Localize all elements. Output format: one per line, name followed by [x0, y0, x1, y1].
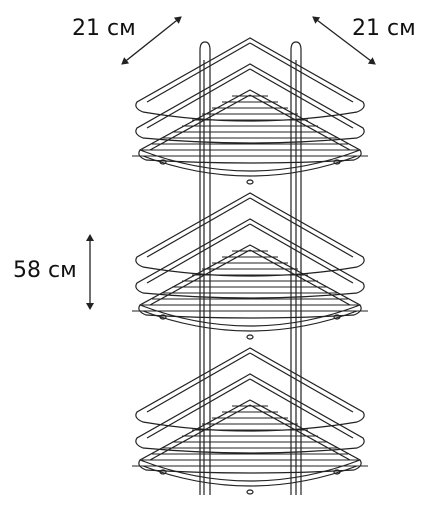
vertical-posts: [199, 41, 302, 495]
shelf-foot: [159, 469, 167, 475]
shelf-rail: [135, 347, 365, 432]
shelf-rail: [138, 89, 362, 164]
shelf-base: [139, 149, 361, 177]
shelf-rail: [135, 373, 365, 454]
shelf-rail: [138, 244, 362, 319]
shelf-foot: [246, 334, 254, 340]
shelf-rail: [135, 192, 365, 277]
shelf-rail: [135, 218, 365, 299]
shelf: [132, 347, 368, 495]
shelf-foot: [333, 314, 341, 320]
shelf-foot: [159, 159, 167, 165]
shelf-foot: [333, 159, 341, 165]
width-right-arrow: [312, 16, 376, 65]
shelf-rail: [138, 399, 362, 474]
shelf-foot: [246, 179, 254, 185]
shelf: [132, 37, 368, 185]
height-label: 58 см: [13, 258, 77, 283]
shelf-rail: [135, 37, 365, 122]
shelf: [132, 192, 368, 340]
shelf-base: [139, 304, 361, 332]
shelf-base: [139, 459, 361, 487]
shelves: [132, 37, 368, 495]
shelf-rail: [135, 63, 365, 144]
shelf-foot: [159, 314, 167, 320]
shelf-foot: [333, 469, 341, 475]
width-left-arrow: [121, 16, 182, 65]
shelf-foot: [246, 489, 254, 495]
